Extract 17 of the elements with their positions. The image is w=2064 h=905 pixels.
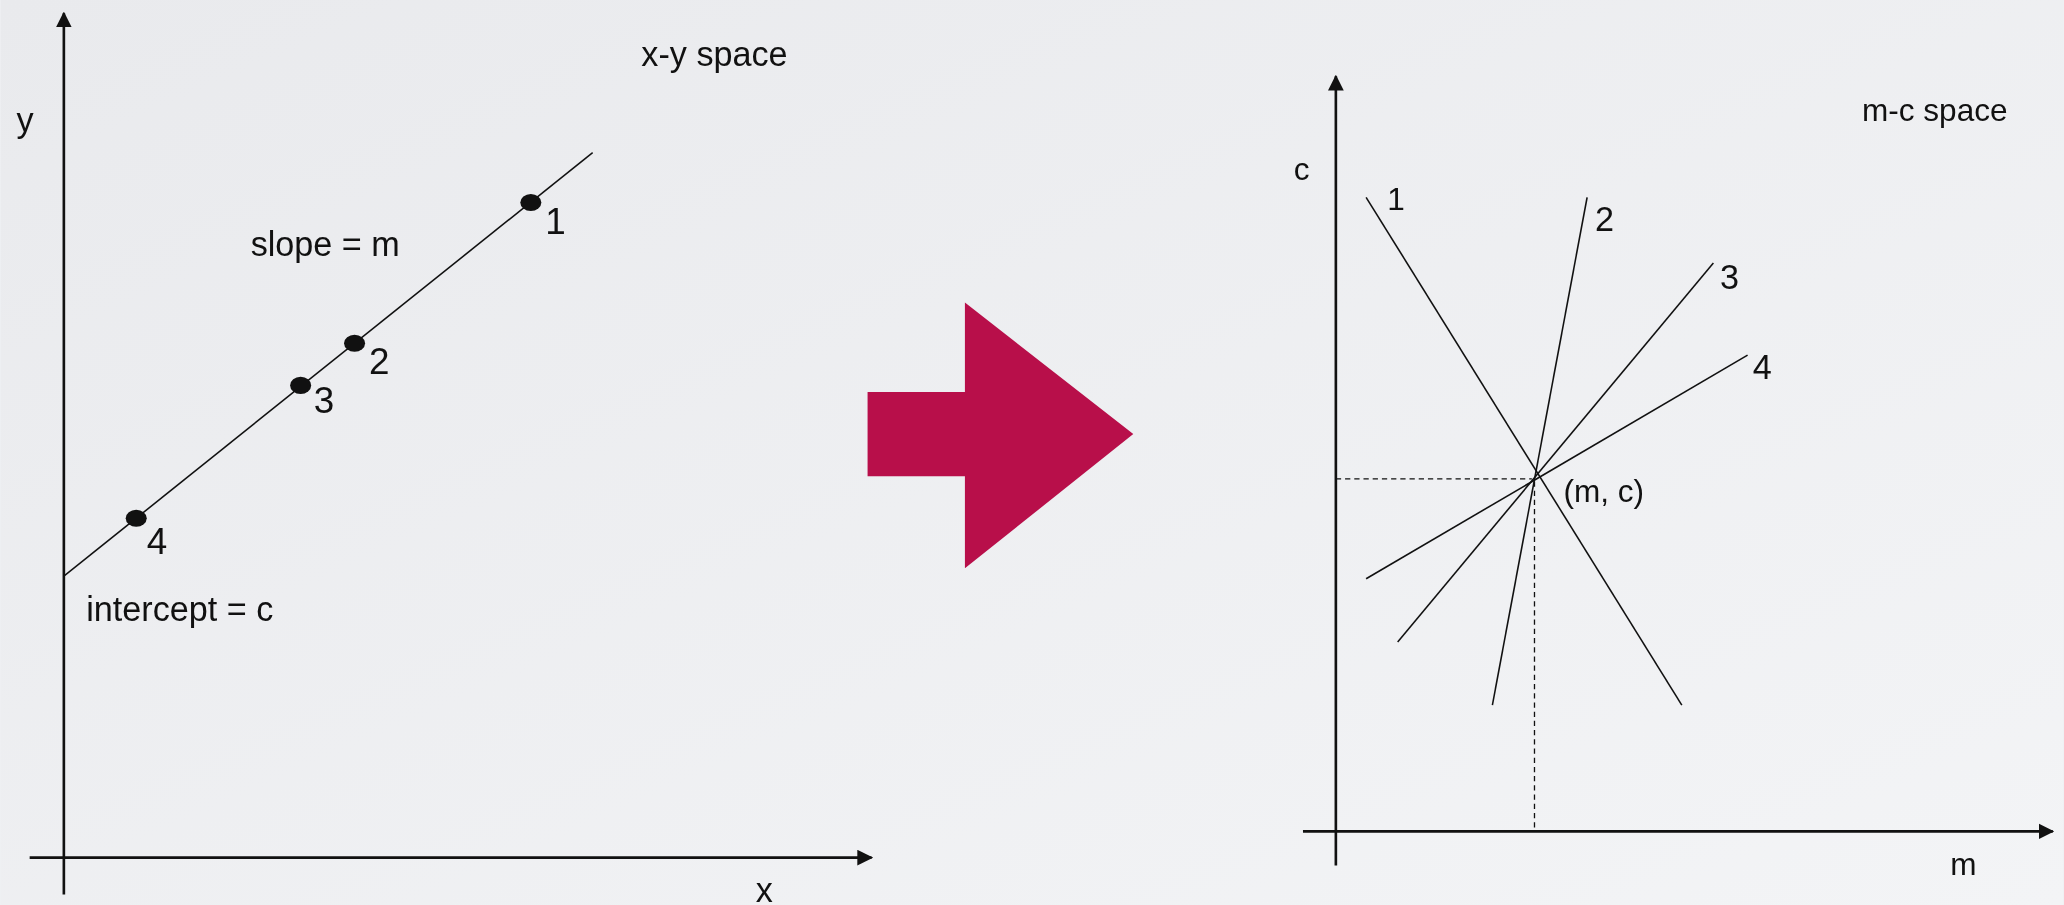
axis-label: c <box>1293 151 1310 188</box>
line-number: 4 <box>1752 347 1772 386</box>
line-number: 1 <box>1387 181 1405 218</box>
point-number: 4 <box>146 520 168 562</box>
slope-label: slope = m <box>250 225 400 264</box>
point-number: 2 <box>369 340 390 382</box>
intercept-label: intercept = c <box>86 589 274 628</box>
point-number: 3 <box>313 380 335 422</box>
axis-label: y <box>16 100 34 139</box>
axis-label: x <box>755 871 773 905</box>
axis-label: m <box>1950 845 1977 882</box>
space-title: m-c space <box>1862 92 2008 128</box>
space-title: x-y space <box>641 34 788 73</box>
point-number: 1 <box>545 201 566 243</box>
line-number: 2 <box>1595 200 1614 239</box>
line-number: 3 <box>1719 258 1739 297</box>
intersection-label: (m, c) <box>1563 473 1644 510</box>
